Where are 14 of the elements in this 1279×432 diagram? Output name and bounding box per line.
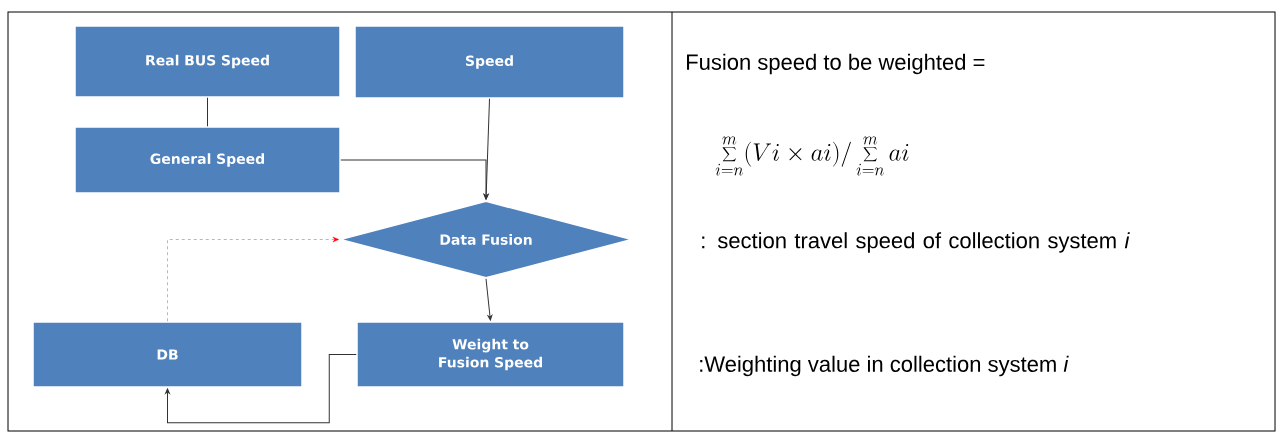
arrow <box>165 354 357 424</box>
definition-text: : section travel speed of collection system i <box>702 232 1130 253</box>
process-box: DB <box>32 321 303 388</box>
process-box: General Speed <box>74 126 341 194</box>
definition-text: :Weighting value in collection system i <box>700 355 1069 377</box>
process-box: Weight to Fusion Speed <box>356 321 625 388</box>
formula: $\sum_{i=n}^{m}(Vi \times ai)/\sum_{i=n}^{m}ai$ <box>715 136 909 176</box>
arrow <box>167 236 339 322</box>
process-box: Real BUS Speed <box>74 25 341 98</box>
arrow <box>483 98 490 200</box>
process-box: Speed <box>354 25 625 99</box>
arrow <box>340 159 489 200</box>
equation-text: Fusion speed to be weighted = <box>687 53 985 75</box>
arrow <box>485 278 493 321</box>
